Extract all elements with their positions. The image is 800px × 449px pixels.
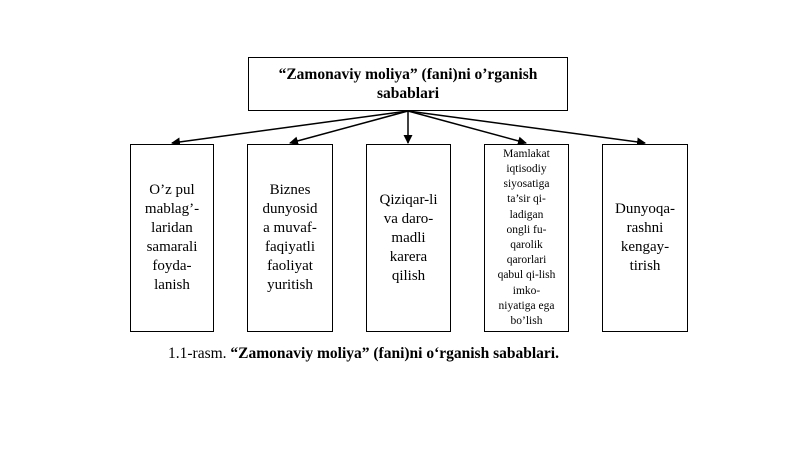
child-node-box-2: Biznes dunyosid a muvaf- faqiyatli faoli… <box>247 144 333 332</box>
child-node-line: faqiyatli <box>265 239 315 255</box>
child-node-line: qarolik <box>510 239 543 251</box>
caption-title: “Zamonaviy moliya” (fani)ni o‘rganish sa… <box>230 345 559 362</box>
child-node-line: kengay- <box>620 239 670 255</box>
child-node-line: iqtisodiy <box>506 162 547 175</box>
root-node-label: “Zamonaviy moliya” (fani)ni o’rganish sa… <box>279 65 538 103</box>
child-node-line: Dunyoqa- <box>615 201 675 217</box>
child-node-box-5: Dunyoqa- rashni kengay- tirish <box>602 144 688 332</box>
arrow-to-box-5 <box>407 110 646 147</box>
caption-number: 1.1-rasm. <box>168 345 227 362</box>
child-node-line: qabul qi-lish <box>497 269 556 282</box>
child-node-line: foyda- <box>152 258 192 274</box>
child-node-line: qilish <box>391 267 426 284</box>
child-node-line: ta’sir qi- <box>507 193 546 206</box>
child-node-line: Qiziqar-li <box>379 191 438 208</box>
child-node-line: rashni <box>626 220 664 236</box>
child-node-line: karera <box>389 248 428 265</box>
child-node-label: O’z pul mablag’- laridan samarali foyda-… <box>145 181 199 295</box>
child-node-label: Biznes dunyosid a muvaf- faqiyatli faoli… <box>262 181 317 295</box>
child-node-line: tirish <box>629 258 661 274</box>
child-node-line: imko- <box>512 284 541 297</box>
root-node-box: “Zamonaviy moliya” (fani)ni o’rganish sa… <box>248 57 568 111</box>
child-node-line: ladigan <box>509 208 544 221</box>
child-node-line: dunyosid <box>262 201 318 217</box>
child-node-line: lanish <box>154 277 190 293</box>
child-node-line: ongli fu- <box>506 223 547 236</box>
child-node-line: yuritish <box>267 277 313 293</box>
child-node-box-1: O’z pul mablag’- laridan samarali foyda-… <box>130 144 214 332</box>
child-node-line: O’z pul <box>149 182 195 198</box>
figure-caption: 1.1-rasm. “Zamonaviy moliya” (fani)ni o‘… <box>168 345 559 363</box>
child-node-label: Qiziqar-li va daro- madli karera qilish <box>379 191 437 286</box>
child-node-line: madli <box>391 229 426 246</box>
child-node-line: Mamlakat <box>503 147 550 160</box>
child-node-line: a muvaf- <box>263 220 317 236</box>
child-node-line: mablag’- <box>144 201 200 217</box>
child-node-line: qarorlari <box>506 254 547 267</box>
arrow-to-box-4 <box>407 110 527 146</box>
arrow-to-box-2 <box>289 110 409 146</box>
child-node-box-4: Mamlakat iqtisodiy siyosatiga ta’sir qi-… <box>484 144 569 332</box>
child-node-line: niyatiga ega <box>498 299 555 312</box>
child-node-line: laridan <box>151 220 193 236</box>
child-node-line: samarali <box>146 239 198 255</box>
child-node-box-3: Qiziqar-li va daro- madli karera qilish <box>366 144 451 332</box>
root-node-line: “Zamonaviy moliya” (fani)ni o’rganish <box>278 66 538 83</box>
child-node-line: bo’lish <box>510 315 543 328</box>
arrow-to-box-1 <box>171 110 409 147</box>
child-node-line: Biznes <box>269 182 311 198</box>
child-node-line: faoliyat <box>267 258 313 274</box>
child-node-line: va daro- <box>383 210 434 227</box>
child-node-label: Mamlakat iqtisodiy siyosatiga ta’sir qi-… <box>498 147 556 329</box>
root-node-line: sabablari <box>376 85 439 102</box>
child-node-label: Dunyoqa- rashni kengay- tirish <box>615 200 675 276</box>
child-node-line: siyosatiga <box>503 178 550 191</box>
